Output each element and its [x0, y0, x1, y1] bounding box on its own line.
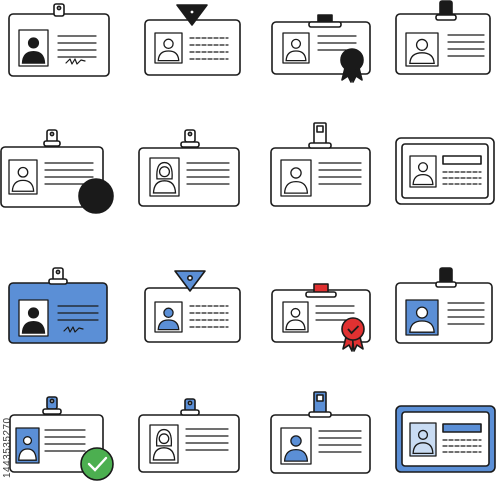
id-badge-female-photo-color-icon	[138, 398, 240, 473]
id-badge-triangle-clip-icon	[144, 4, 241, 76]
id-badge-framed-color-icon	[395, 405, 496, 473]
id-badge-tall-clip-icon	[395, 0, 491, 75]
stock-image-id: 1443535270	[2, 417, 13, 478]
id-badge-verified-check-color-icon	[9, 396, 114, 481]
id-badge-award-seal-icon	[271, 14, 371, 83]
id-badge-round-stamp-icon	[0, 129, 114, 214]
id-badge-clip-signature-color-icon	[8, 267, 108, 344]
id-badge-framed-icon	[395, 137, 495, 205]
id-badge-long-clip-color-icon	[270, 391, 371, 474]
id-badge-long-clip-icon	[270, 122, 371, 207]
id-badge-female-photo-icon	[138, 129, 240, 207]
id-badge-triangle-clip-color-icon	[144, 270, 241, 343]
id-badge-tall-clip-color-icon	[395, 267, 493, 344]
id-badge-award-seal-color-icon	[271, 283, 371, 352]
id-badge-clip-signature-icon	[8, 3, 110, 77]
